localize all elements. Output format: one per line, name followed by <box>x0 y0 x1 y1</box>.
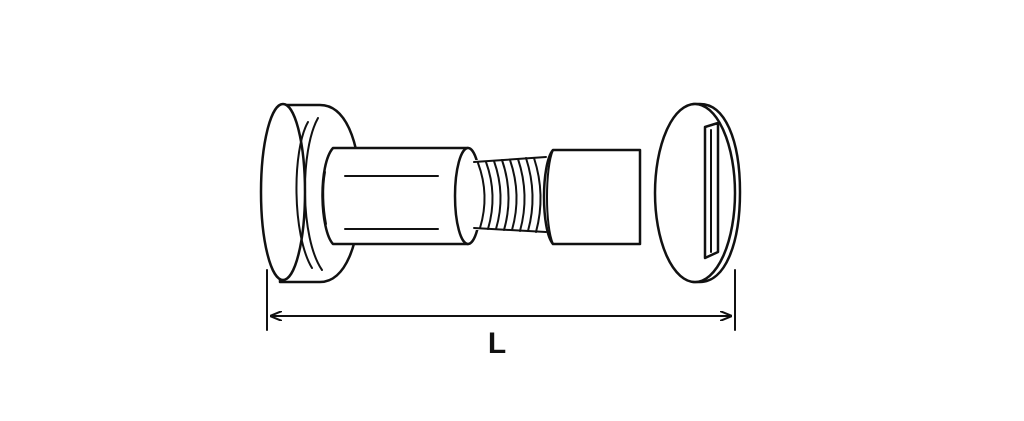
length-label: L <box>487 327 507 360</box>
left-nut-barrel <box>321 146 483 246</box>
length-dimension <box>266 269 736 331</box>
right-screw-head <box>653 102 742 284</box>
right-screw-shank <box>542 148 642 246</box>
screw-thread <box>473 156 547 233</box>
